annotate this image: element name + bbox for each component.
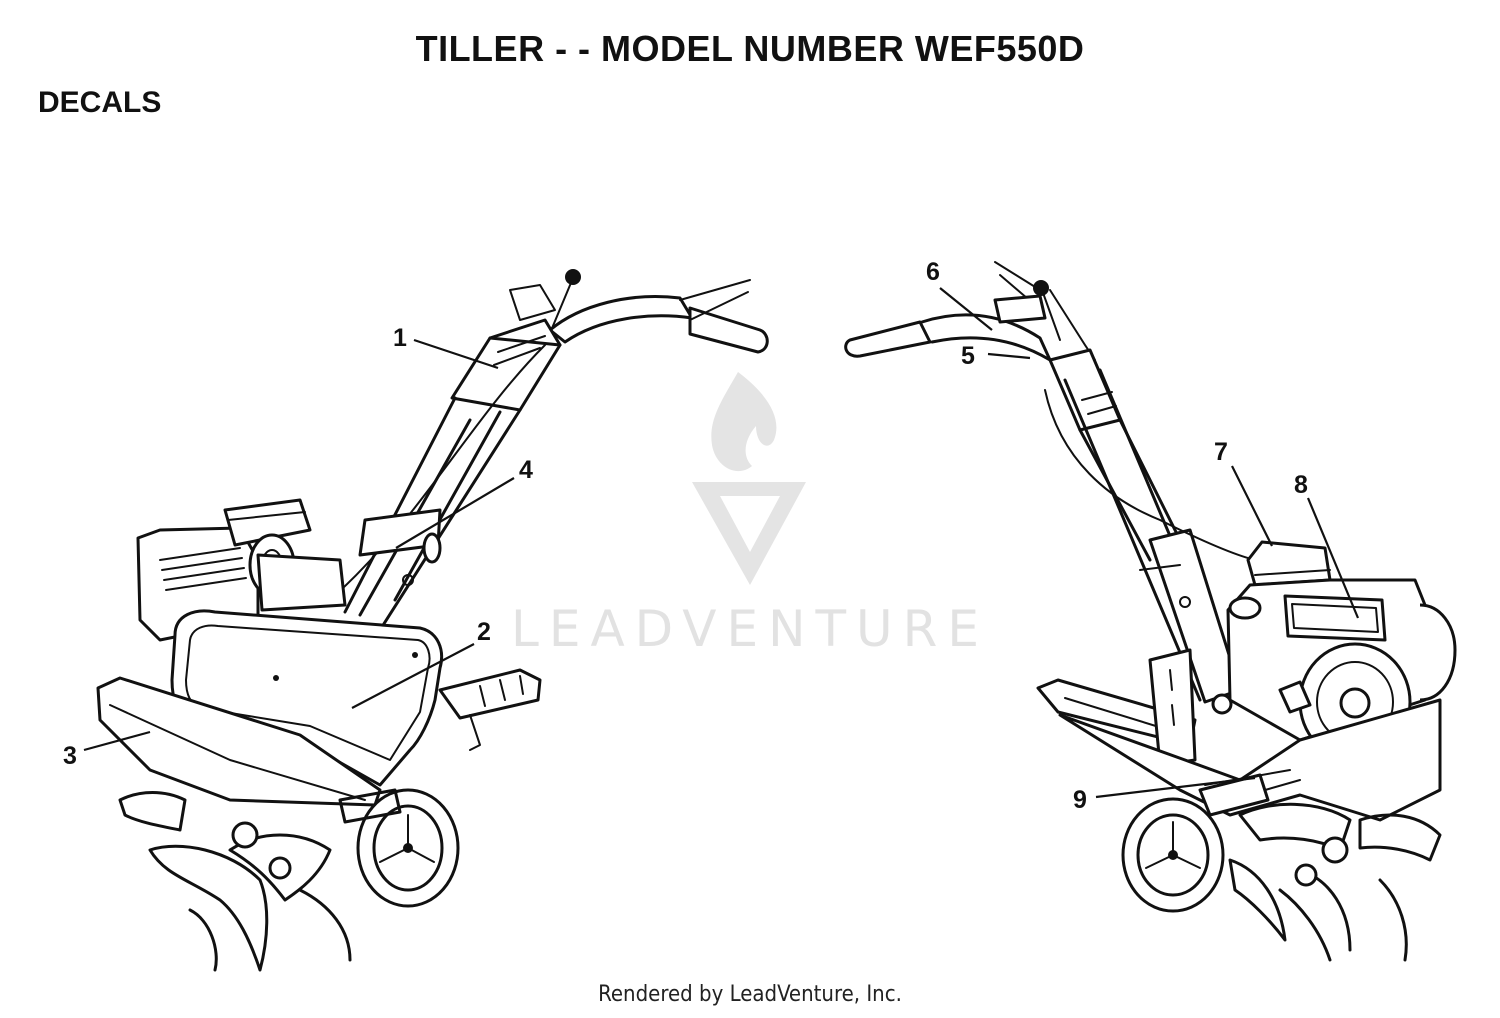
callout-label-4: 4 — [519, 456, 533, 484]
callout-label-8: 8 — [1294, 471, 1308, 499]
callout-3: 3 — [63, 730, 151, 770]
callout-4: 4 — [395, 456, 533, 549]
callout-label-3: 3 — [63, 742, 77, 770]
callout-label-6: 6 — [926, 258, 940, 286]
callout-1: 1 — [393, 324, 499, 370]
callout-label-5: 5 — [961, 342, 975, 370]
callout-label-1: 1 — [393, 324, 407, 352]
leadventure-watermark-logo — [692, 372, 806, 585]
callout-label-7: 7 — [1214, 438, 1228, 466]
callout-5: 5 — [961, 342, 1031, 370]
left-tiller-illustration — [96, 269, 769, 972]
callout-9: 9 — [1073, 776, 1256, 814]
section-heading: DECALS — [38, 86, 162, 119]
callout-7: 7 — [1214, 438, 1273, 547]
page-title: TILLER - - MODEL NUMBER WEF550D — [415, 28, 1085, 69]
callout-8: 8 — [1294, 471, 1360, 619]
callout-label-9: 9 — [1073, 786, 1087, 814]
watermark-text: LEADVENTURE — [511, 600, 989, 658]
footer-credit: Rendered by LeadVenture, Inc. — [598, 982, 902, 1007]
callout-6: 6 — [926, 258, 993, 331]
right-tiller-illustration — [844, 261, 1457, 962]
callout-2: 2 — [351, 618, 491, 709]
callout-label-2: 2 — [477, 618, 491, 646]
